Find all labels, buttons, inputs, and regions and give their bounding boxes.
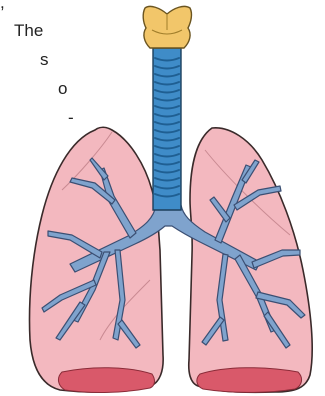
right-lung-base <box>58 368 154 393</box>
larynx <box>143 6 191 48</box>
trachea <box>153 48 181 210</box>
trachea-tube <box>153 48 181 210</box>
left-lung-base <box>197 368 302 393</box>
